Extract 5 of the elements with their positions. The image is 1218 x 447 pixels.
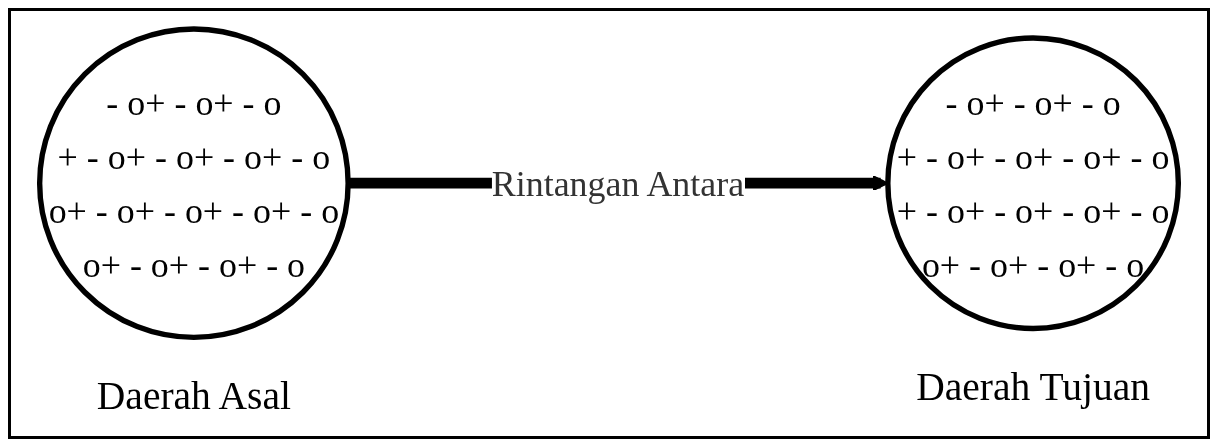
node-circle: - o+ - o+ - o + - o+ - o+ - o+ - o o+ - o+ - o+ - o+ - o o+ - o+ - o+ - o [36,26,351,341]
node-circle: - o+ - o+ - o + - o+ - o+ - o+ - o + - o+ - o+ - o+ - o o+ - o+ - o+ - o [885,35,1182,332]
node-caption: Daerah Asal [96,374,291,419]
node-caption: Daerah Tujuan [916,365,1150,410]
edge-label: Rintangan Antara [491,163,745,203]
